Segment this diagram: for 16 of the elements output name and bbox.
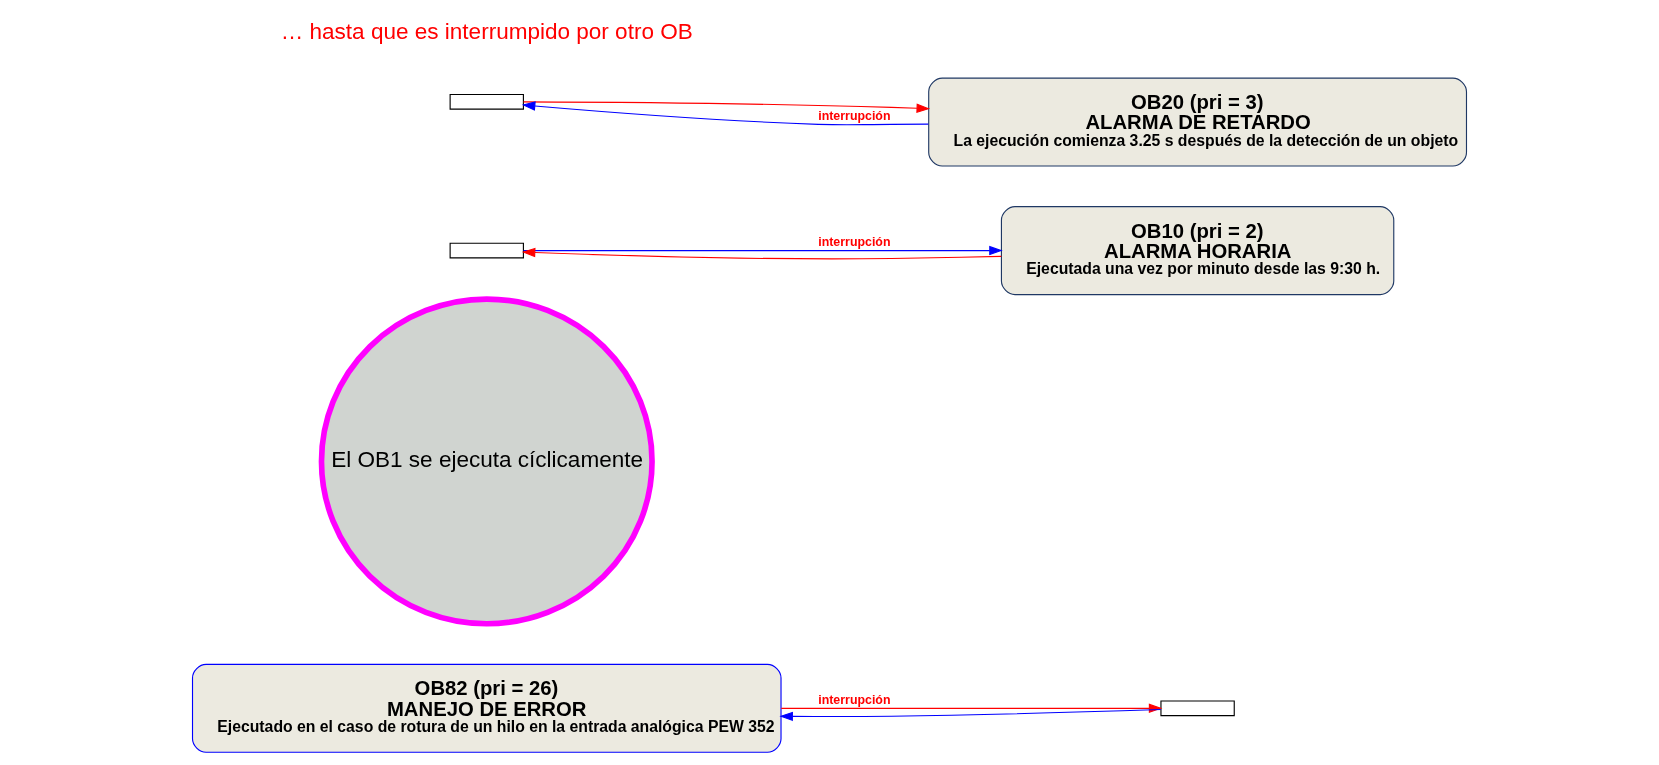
node-box: OB20 (pri = 3) ALARMA DE RETARDO La ejecución comienza 3.25 s después de la detección de un objeto (928, 77, 1468, 167)
arrow (521, 101, 929, 126)
edge-label: interrupción (818, 108, 891, 123)
edge-label: interrupción (818, 692, 891, 707)
arrow (779, 708, 1162, 722)
arrow (522, 245, 1003, 256)
edge-label: interrupción (818, 234, 891, 249)
node-box: OB10 (pri = 2) ALARMA HORARIA Ejecutada una vez por minuto desde las 9:30 h. (1000, 206, 1395, 296)
arrow (521, 247, 1002, 260)
node-circle: El OB1 se ejecuta cíclicamente (318, 296, 655, 627)
node-box (449, 93, 524, 110)
node-box (449, 242, 524, 259)
arrow (522, 101, 931, 113)
label: … hasta que es interrumpido por otro OB (280, 18, 693, 44)
node-box: OB82 (pri = 26) MANEJO DE ERROR Ejecutado en el caso de rotura de un hilo en la entrada analógica PEW 352 (191, 663, 782, 753)
node-box (1160, 700, 1235, 717)
